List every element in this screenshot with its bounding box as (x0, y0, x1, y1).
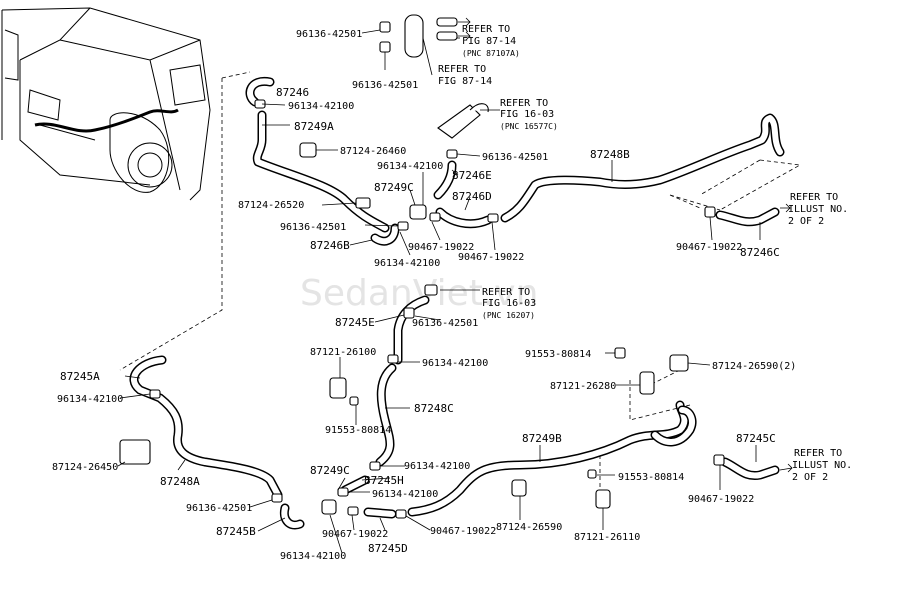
hose-87246D (435, 207, 493, 229)
label-87124-26590-2: 87124-26590(2) (712, 361, 796, 372)
label-refer-fig: FIG 87-14 (462, 36, 516, 47)
hose-87246 (245, 76, 275, 107)
label-90467-19022: 90467-19022 (458, 252, 524, 263)
label-91553-80814: 91553-80814 (525, 349, 591, 360)
label-96134-42100: 96134-42100 (374, 258, 440, 269)
label-96136-42501: 96136-42501 (412, 318, 478, 329)
label-90467-19022: 90467-19022 (322, 529, 388, 540)
label-96134-42100: 96134-42100 (404, 461, 470, 472)
label-87248A: 87248A (160, 475, 200, 488)
label-90467-19022: 90467-19022 (688, 494, 754, 505)
label-87249A: 87249A (294, 120, 334, 133)
guide-line (699, 159, 761, 196)
hose-87249A (252, 110, 390, 233)
label-90467-19022: 90467-19022 (430, 526, 496, 537)
label-87245E: 87245E (335, 316, 375, 329)
label-91553-80814: 91553-80814 (618, 472, 684, 483)
label-96136-42501: 96136-42501 (186, 503, 252, 514)
label-90467-19022: 90467-19022 (676, 242, 742, 253)
label-87246E: 87246E (452, 169, 492, 182)
hose-87248C (375, 363, 397, 467)
hose-loop-right (650, 405, 697, 447)
label-87248B: 87248B (590, 148, 630, 161)
label-refer-fig: FIG 16-03 (500, 109, 554, 120)
label-96136-42501: 96136-42501 (352, 80, 418, 91)
hose-87246C (715, 207, 780, 227)
label-87245B: 87245B (216, 525, 256, 538)
label-96134-42100: 96134-42100 (57, 394, 123, 405)
label-87124-26450: 87124-26450 (52, 462, 118, 473)
van-illustration (1, 7, 211, 201)
label-87248C: 87248C (414, 402, 454, 415)
guide-line (719, 159, 802, 211)
arrows (458, 17, 793, 473)
label-illust-page: 2 OF 2 (788, 216, 824, 227)
clamps (119, 14, 725, 519)
label-87246C: 87246C (740, 246, 780, 259)
hose-87246E (433, 160, 457, 200)
label-refer-to: REFER TO (438, 64, 486, 75)
label-87121-26100: 87121-26100 (310, 347, 376, 358)
label-87246B: 87246B (310, 239, 350, 252)
label-87245D: 87245D (368, 542, 408, 555)
label-refer-to: REFER TO (500, 98, 548, 109)
hose-87245A-87248A (129, 355, 283, 500)
label-96136-42501: 96136-42501 (280, 222, 346, 233)
label-96136-42501: 96136-42501 (296, 29, 362, 40)
label-87245A: 87245A (60, 370, 100, 383)
label-96134-42100: 96134-42100 (422, 358, 488, 369)
label-96134-42100: 96134-42100 (372, 489, 438, 500)
label-87121-26280: 87121-26280 (550, 381, 616, 392)
label-refer-fig: FIG 87-14 (438, 76, 492, 87)
label-87245C: 87245C (736, 432, 776, 445)
label-refer-pnc: (PNC 16207) (482, 311, 535, 320)
label-87124-26520: 87124-26520 (238, 200, 304, 211)
label-refer-pnc: (PNC 16577C) (500, 122, 558, 131)
guide-line (221, 71, 251, 79)
hose-87245D (363, 507, 397, 519)
label-87249C: 87249C (374, 181, 414, 194)
hose-87248B (500, 113, 785, 223)
label-refer-to: REFER TO (462, 24, 510, 35)
guide-line (119, 78, 223, 371)
label-87245H: 87245H (364, 474, 404, 487)
label-96136-42501: 96136-42501 (482, 152, 548, 163)
hose-87245B (279, 503, 305, 530)
label-87249B: 87249B (522, 432, 562, 445)
hose-87246B (370, 223, 400, 246)
label-96134-42100: 96134-42100 (377, 161, 443, 172)
label-87124-26460: 87124-26460 (340, 146, 406, 157)
hose-87249B (407, 400, 689, 517)
label-illust-no: ILLUST NO. (788, 204, 848, 215)
label-90467-19022: 90467-19022 (408, 242, 474, 253)
label-refer-pnc: (PNC 87107A) (462, 49, 520, 58)
label-87246: 87246 (276, 86, 309, 99)
part-labels: 96136-42501 96136-42501 REFER TO FIG 87-… (52, 24, 852, 562)
label-illust-page: 2 OF 2 (792, 472, 828, 483)
label-87124-26590: 87124-26590 (496, 522, 562, 533)
label-87249C: 87249C (310, 464, 350, 477)
label-96134-42100: 96134-42100 (288, 101, 354, 112)
leader-lines (117, 29, 761, 554)
label-refer-fig: FIG 16-03 (482, 298, 536, 309)
label-illust-no: ILLUST NO. (792, 460, 852, 471)
hose-87245C (720, 457, 780, 481)
hose-87245H (340, 475, 370, 495)
label-91553-80814: 91553-80814 (325, 425, 391, 436)
label-refer-to: REFER TO (794, 448, 842, 459)
label-refer-to: REFER TO (482, 287, 530, 298)
label-87121-26110: 87121-26110 (574, 532, 640, 543)
label-refer-to: REFER TO (790, 192, 838, 203)
label-96134-42100: 96134-42100 (280, 551, 346, 562)
label-87246D: 87246D (452, 190, 492, 203)
